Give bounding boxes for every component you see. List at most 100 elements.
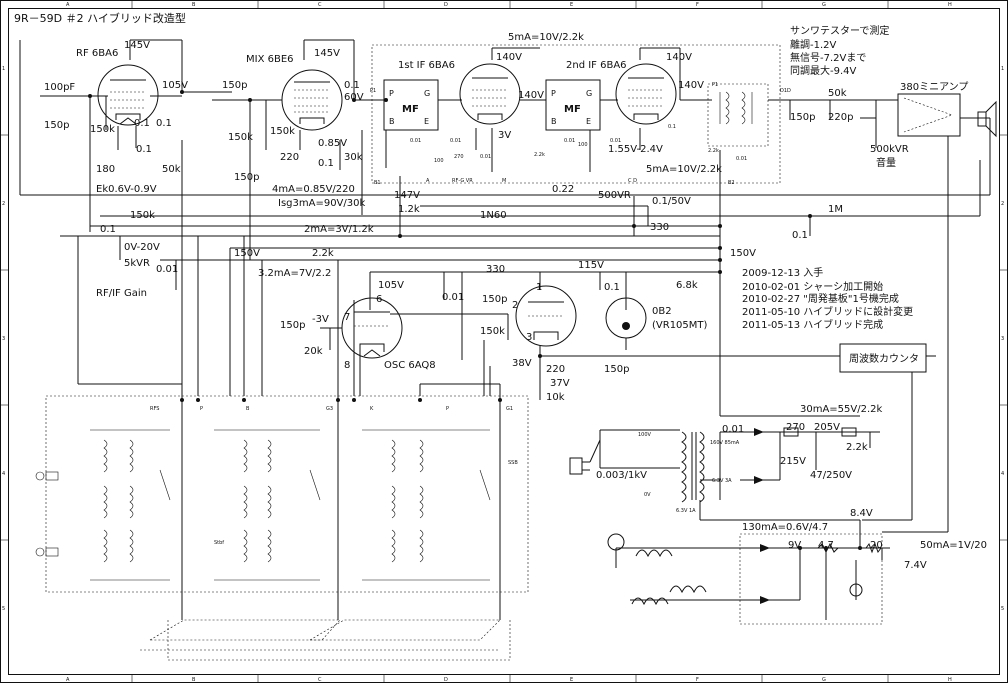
tube-vr-label: 0B2 [652, 306, 672, 317]
svg-text:140V: 140V [666, 52, 692, 63]
svg-text:0.1: 0.1 [668, 124, 676, 130]
amplifier-block: 380ミニアンプ [897, 81, 968, 137]
column-zone-label: D [444, 677, 448, 683]
svg-text:C D: C D [628, 178, 637, 184]
svg-text:2011-05-13 ハイブリッド完成: 2011-05-13 ハイブリッド完成 [742, 318, 883, 331]
svg-text:Isg3mA=90V/30k: Isg3mA=90V/30k [278, 198, 365, 209]
wiring [19, 39, 991, 620]
svg-text:100V: 100V [638, 432, 652, 438]
svg-text:180: 180 [96, 164, 115, 175]
tube-mix-label: MIX 6BE6 [246, 54, 294, 65]
svg-text:145V: 145V [314, 48, 340, 59]
svg-text:離調-1.2V: 離調-1.2V [790, 38, 837, 51]
svg-text:0.01: 0.01 [410, 138, 421, 144]
svg-text:220: 220 [280, 152, 299, 163]
svg-text:0.85V: 0.85V [318, 138, 347, 149]
column-zone-label: B [192, 677, 196, 683]
svg-text:150p: 150p [604, 364, 629, 375]
coil-pack-box [45, 395, 529, 593]
svg-text:0.01: 0.01 [736, 156, 747, 162]
svg-text:500kVR: 500kVR [870, 144, 909, 155]
svg-text:0.01: 0.01 [156, 264, 178, 275]
svg-text:100: 100 [578, 142, 588, 148]
svg-text:500VR: 500VR [598, 190, 631, 201]
column-zone-label: D [444, 2, 448, 8]
svg-text:150p: 150p [234, 172, 259, 183]
svg-text:50k: 50k [162, 164, 181, 175]
row-zone-label: 1 [1001, 66, 1004, 72]
svg-text:150p: 150p [280, 320, 305, 331]
svg-text:0V-20V: 0V-20V [124, 242, 160, 253]
svg-text:E: E [586, 117, 591, 126]
svg-text:音量: 音量 [876, 156, 896, 169]
schematic-title: 9R－59D ＃2 ハイブリッド改造型 [14, 11, 186, 25]
history-log: 2009-12-13 入手 2010-02-01 シャーシ加工開始 2010-0… [742, 266, 913, 331]
svg-text:A: A [426, 178, 430, 184]
column-zone-label: E [570, 2, 573, 8]
svg-text:P: P [551, 89, 556, 98]
svg-text:150p: 150p [790, 112, 815, 123]
svg-text:RFS: RFS [150, 406, 159, 412]
svg-text:P: P [389, 89, 394, 98]
tube-if1-label: 1st IF 6BA6 [398, 60, 455, 71]
svg-text:147V: 147V [394, 190, 420, 201]
column-zone-label: G [822, 677, 826, 683]
svg-text:50mA=1V/20: 50mA=1V/20 [920, 540, 987, 551]
svg-text:RF-G VR: RF-G VR [452, 178, 473, 184]
svg-text:130mA=0.6V/4.7: 130mA=0.6V/4.7 [742, 522, 828, 533]
psu-diodes [754, 427, 857, 484]
svg-text:2.2k: 2.2k [312, 248, 334, 259]
tube-buffer [515, 285, 577, 347]
frequency-counter-block: 周波数カウンタ [839, 343, 927, 373]
regulator-parts [607, 533, 882, 606]
svg-text:6.8k: 6.8k [676, 280, 698, 291]
column-zone-label: A [66, 677, 70, 683]
svg-text:215V: 215V [780, 456, 806, 467]
row-zone-label: 2 [1001, 201, 1004, 207]
svg-text:270: 270 [454, 154, 464, 160]
svg-text:150p: 150p [482, 294, 507, 305]
tube-osc-label: OSC 6AQ8 [384, 360, 436, 371]
column-zone-label: H [948, 2, 952, 8]
svg-text:0.01: 0.01 [450, 138, 461, 144]
svg-text:1: 1 [536, 282, 542, 293]
svg-text:20k: 20k [304, 346, 323, 357]
column-zone-label: A [66, 2, 70, 8]
svg-text:D1D: D1D [780, 88, 791, 94]
mf-transformer-1: P G B E MF [383, 79, 439, 131]
svg-text:B: B [551, 117, 557, 126]
row-zone-label: 1 [2, 66, 5, 72]
svg-text:38V: 38V [512, 358, 532, 369]
svg-text:150V: 150V [234, 248, 260, 259]
detector-coils [719, 91, 753, 125]
row-zone-label: 3 [1001, 336, 1004, 342]
row-zone-label: 2 [2, 201, 5, 207]
svg-text:4.7: 4.7 [818, 540, 834, 551]
svg-text:0.003/1kV: 0.003/1kV [596, 470, 647, 481]
svg-text:G1: G1 [506, 406, 513, 412]
svg-text:8.4V: 8.4V [850, 508, 873, 519]
svg-text:140V: 140V [496, 52, 522, 63]
svg-text:150k: 150k [480, 326, 505, 337]
svg-text:9V: 9V [788, 540, 801, 551]
svg-text:5kVR: 5kVR [124, 258, 150, 269]
svg-text:6.3V 3A: 6.3V 3A [712, 478, 732, 484]
row-zone-label: 5 [2, 606, 5, 612]
svg-text:3: 3 [526, 332, 532, 343]
ac-plug-icon [569, 439, 601, 475]
svg-text:37V: 37V [550, 378, 570, 389]
svg-text:7.4V: 7.4V [904, 560, 927, 571]
svg-text:3.2mA=7V/2.2: 3.2mA=7V/2.2 [258, 268, 331, 279]
svg-text:270: 270 [786, 422, 805, 433]
svg-text:150p: 150p [44, 120, 69, 131]
svg-text:30k: 30k [344, 152, 363, 163]
svg-text:1M: 1M [828, 204, 843, 215]
svg-text:47/250V: 47/250V [810, 470, 852, 481]
component-values: 145V 105V 100pF 150p 150k 0.1 0.1 50k 18… [44, 32, 987, 571]
svg-text:0.1: 0.1 [792, 230, 808, 241]
svg-text:150k: 150k [228, 132, 253, 143]
svg-text:3V: 3V [498, 130, 511, 141]
svg-text:8: 8 [344, 360, 350, 371]
svg-text:Ek0.6V-0.9V: Ek0.6V-0.9V [96, 184, 157, 195]
